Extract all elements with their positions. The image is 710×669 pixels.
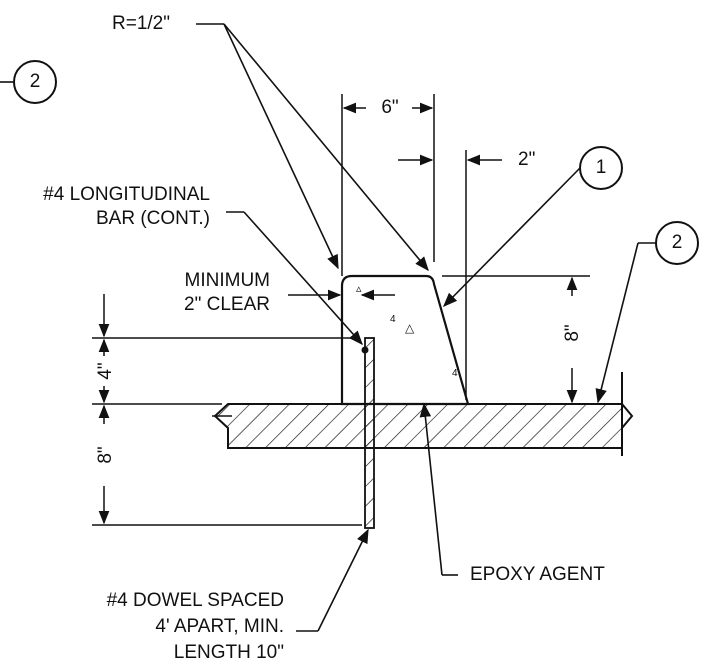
dowel-label-3: LENGTH 10" bbox=[173, 642, 284, 663]
svg-text:4: 4 bbox=[452, 368, 458, 379]
svg-text:△: △ bbox=[405, 321, 415, 335]
epoxy-label: EPOXY AGENT bbox=[470, 564, 605, 585]
callout-circle-2-right bbox=[655, 221, 699, 265]
dim-embedment bbox=[92, 294, 362, 526]
dim-top-width bbox=[341, 94, 435, 276]
dim-curb-height-label: 8" bbox=[562, 324, 583, 342]
dim-top-width-label: 6" bbox=[381, 97, 399, 118]
dim-batter bbox=[398, 150, 502, 400]
callout-2-right-number: 2 bbox=[671, 232, 683, 253]
min-clear-label-2: 2" CLEAR bbox=[184, 294, 270, 315]
min-clear-label-1: MINIMUM bbox=[184, 270, 270, 291]
radius-label: R=1/2" bbox=[112, 13, 170, 34]
dim-embed-upper-label: 4" bbox=[95, 362, 116, 380]
svg-text:4: 4 bbox=[390, 314, 396, 325]
dowel-label-1: #4 DOWEL SPACED bbox=[106, 590, 284, 611]
curb-profile: ▵ 4 △ 4 bbox=[340, 274, 470, 406]
callout-2-left-number: 2 bbox=[29, 71, 41, 92]
dim-batter-label: 2" bbox=[518, 149, 536, 170]
concrete-slab bbox=[212, 372, 634, 456]
dim-embed-lower-label: 8" bbox=[95, 446, 116, 464]
longitudinal-bar-label-1: #4 LONGITUDINAL bbox=[43, 184, 210, 205]
svg-text:▵: ▵ bbox=[356, 283, 362, 295]
leader-lines bbox=[0, 23, 656, 632]
longitudinal-bar-label-2: BAR (CONT.) bbox=[96, 208, 210, 229]
dowel-bar bbox=[361, 337, 375, 529]
callout-circle-2-left bbox=[13, 60, 57, 104]
callout-circle-1 bbox=[579, 146, 623, 190]
dowel-label-2: 4' APART, MIN. bbox=[155, 616, 284, 637]
dim-curb-height bbox=[442, 275, 590, 404]
callout-1-number: 1 bbox=[595, 157, 607, 178]
